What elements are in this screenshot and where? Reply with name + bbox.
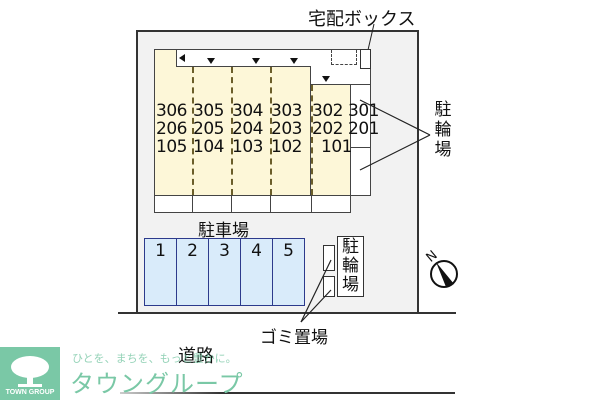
bike-parking-label-south: 駐 輪 場	[337, 236, 364, 297]
unit-304: 304	[232, 101, 263, 121]
garbage-label: ゴミ置場	[260, 328, 328, 348]
unit-201: 201	[348, 119, 379, 139]
arrow-left-icon	[179, 54, 185, 62]
unit-101: 101	[321, 137, 352, 157]
unit-divider	[311, 85, 313, 195]
unit-104: 104	[193, 137, 224, 157]
unit-305: 305	[193, 101, 224, 121]
entry-arrow-icon	[252, 58, 260, 64]
road-edge-top	[118, 312, 456, 314]
garbage-box-2	[323, 276, 335, 297]
parking-slot[interactable]: 4	[240, 238, 273, 306]
storage-cell	[154, 195, 193, 213]
parking-slot[interactable]: 1	[144, 238, 177, 306]
bike-parking-leader-lines	[359, 99, 431, 171]
garbage-leader-lines	[300, 259, 332, 323]
brand-name: タウングループ	[70, 370, 244, 398]
divider	[350, 147, 371, 148]
char: 輪	[342, 256, 359, 276]
entry-arrow-icon	[322, 76, 330, 82]
unit-divider	[231, 67, 233, 195]
unit-302: 302	[312, 101, 343, 121]
storage-cell	[231, 195, 271, 213]
road-edge-bottom	[120, 392, 455, 394]
unit-203: 203	[271, 119, 302, 139]
unit-202: 202	[312, 119, 343, 139]
delivery-box	[360, 49, 371, 69]
storage-cell	[192, 195, 232, 213]
parking-slot[interactable]: 5	[272, 238, 305, 306]
parking-slot[interactable]: 2	[176, 238, 209, 306]
delivery-box-leader-line	[367, 23, 375, 51]
car-parking-lot: 1 2 3 4 5	[144, 238, 305, 306]
entry-arrow-icon	[290, 58, 298, 64]
storage-cell	[270, 195, 312, 213]
unit-205: 205	[193, 119, 224, 139]
delivery-area-dashed	[331, 50, 357, 65]
unit-divider	[270, 67, 272, 195]
entry-arrow-icon	[207, 58, 215, 64]
brand-tagline: ひとを、まちを、もっと豊かに。	[72, 352, 237, 365]
char: 駐	[342, 237, 359, 257]
char: 場	[342, 275, 359, 295]
unit-303: 303	[271, 101, 302, 121]
delivery-box-label: 宅配ボックス	[308, 9, 416, 30]
unit-divider	[192, 67, 194, 195]
storage-cell	[311, 195, 351, 213]
unit-301: 301	[348, 101, 379, 121]
floor1-units: 105 104 103 102 101	[156, 139, 352, 156]
unit-204: 204	[232, 119, 263, 139]
char: 場	[434, 140, 452, 160]
unit-103: 103	[232, 137, 263, 157]
tree-icon	[11, 356, 49, 387]
unit-306: 306	[156, 101, 187, 121]
road-label: 道路	[178, 346, 214, 367]
logo-text: TOWN GROUP	[5, 389, 55, 396]
parking-slot[interactable]: 3	[208, 238, 241, 306]
garbage-box-1	[323, 245, 335, 271]
bike-parking-label-east: 駐 輪 場	[433, 100, 453, 160]
unit-206: 206	[156, 119, 187, 139]
unit-105: 105	[156, 137, 187, 157]
car-parking-label: 駐車場	[198, 221, 249, 241]
town-group-logo: TOWN GROUP	[0, 347, 60, 400]
char: 輪	[434, 120, 452, 140]
unit-102: 102	[271, 137, 302, 157]
north-compass-icon: N	[424, 248, 458, 288]
char: 駐	[434, 100, 452, 120]
